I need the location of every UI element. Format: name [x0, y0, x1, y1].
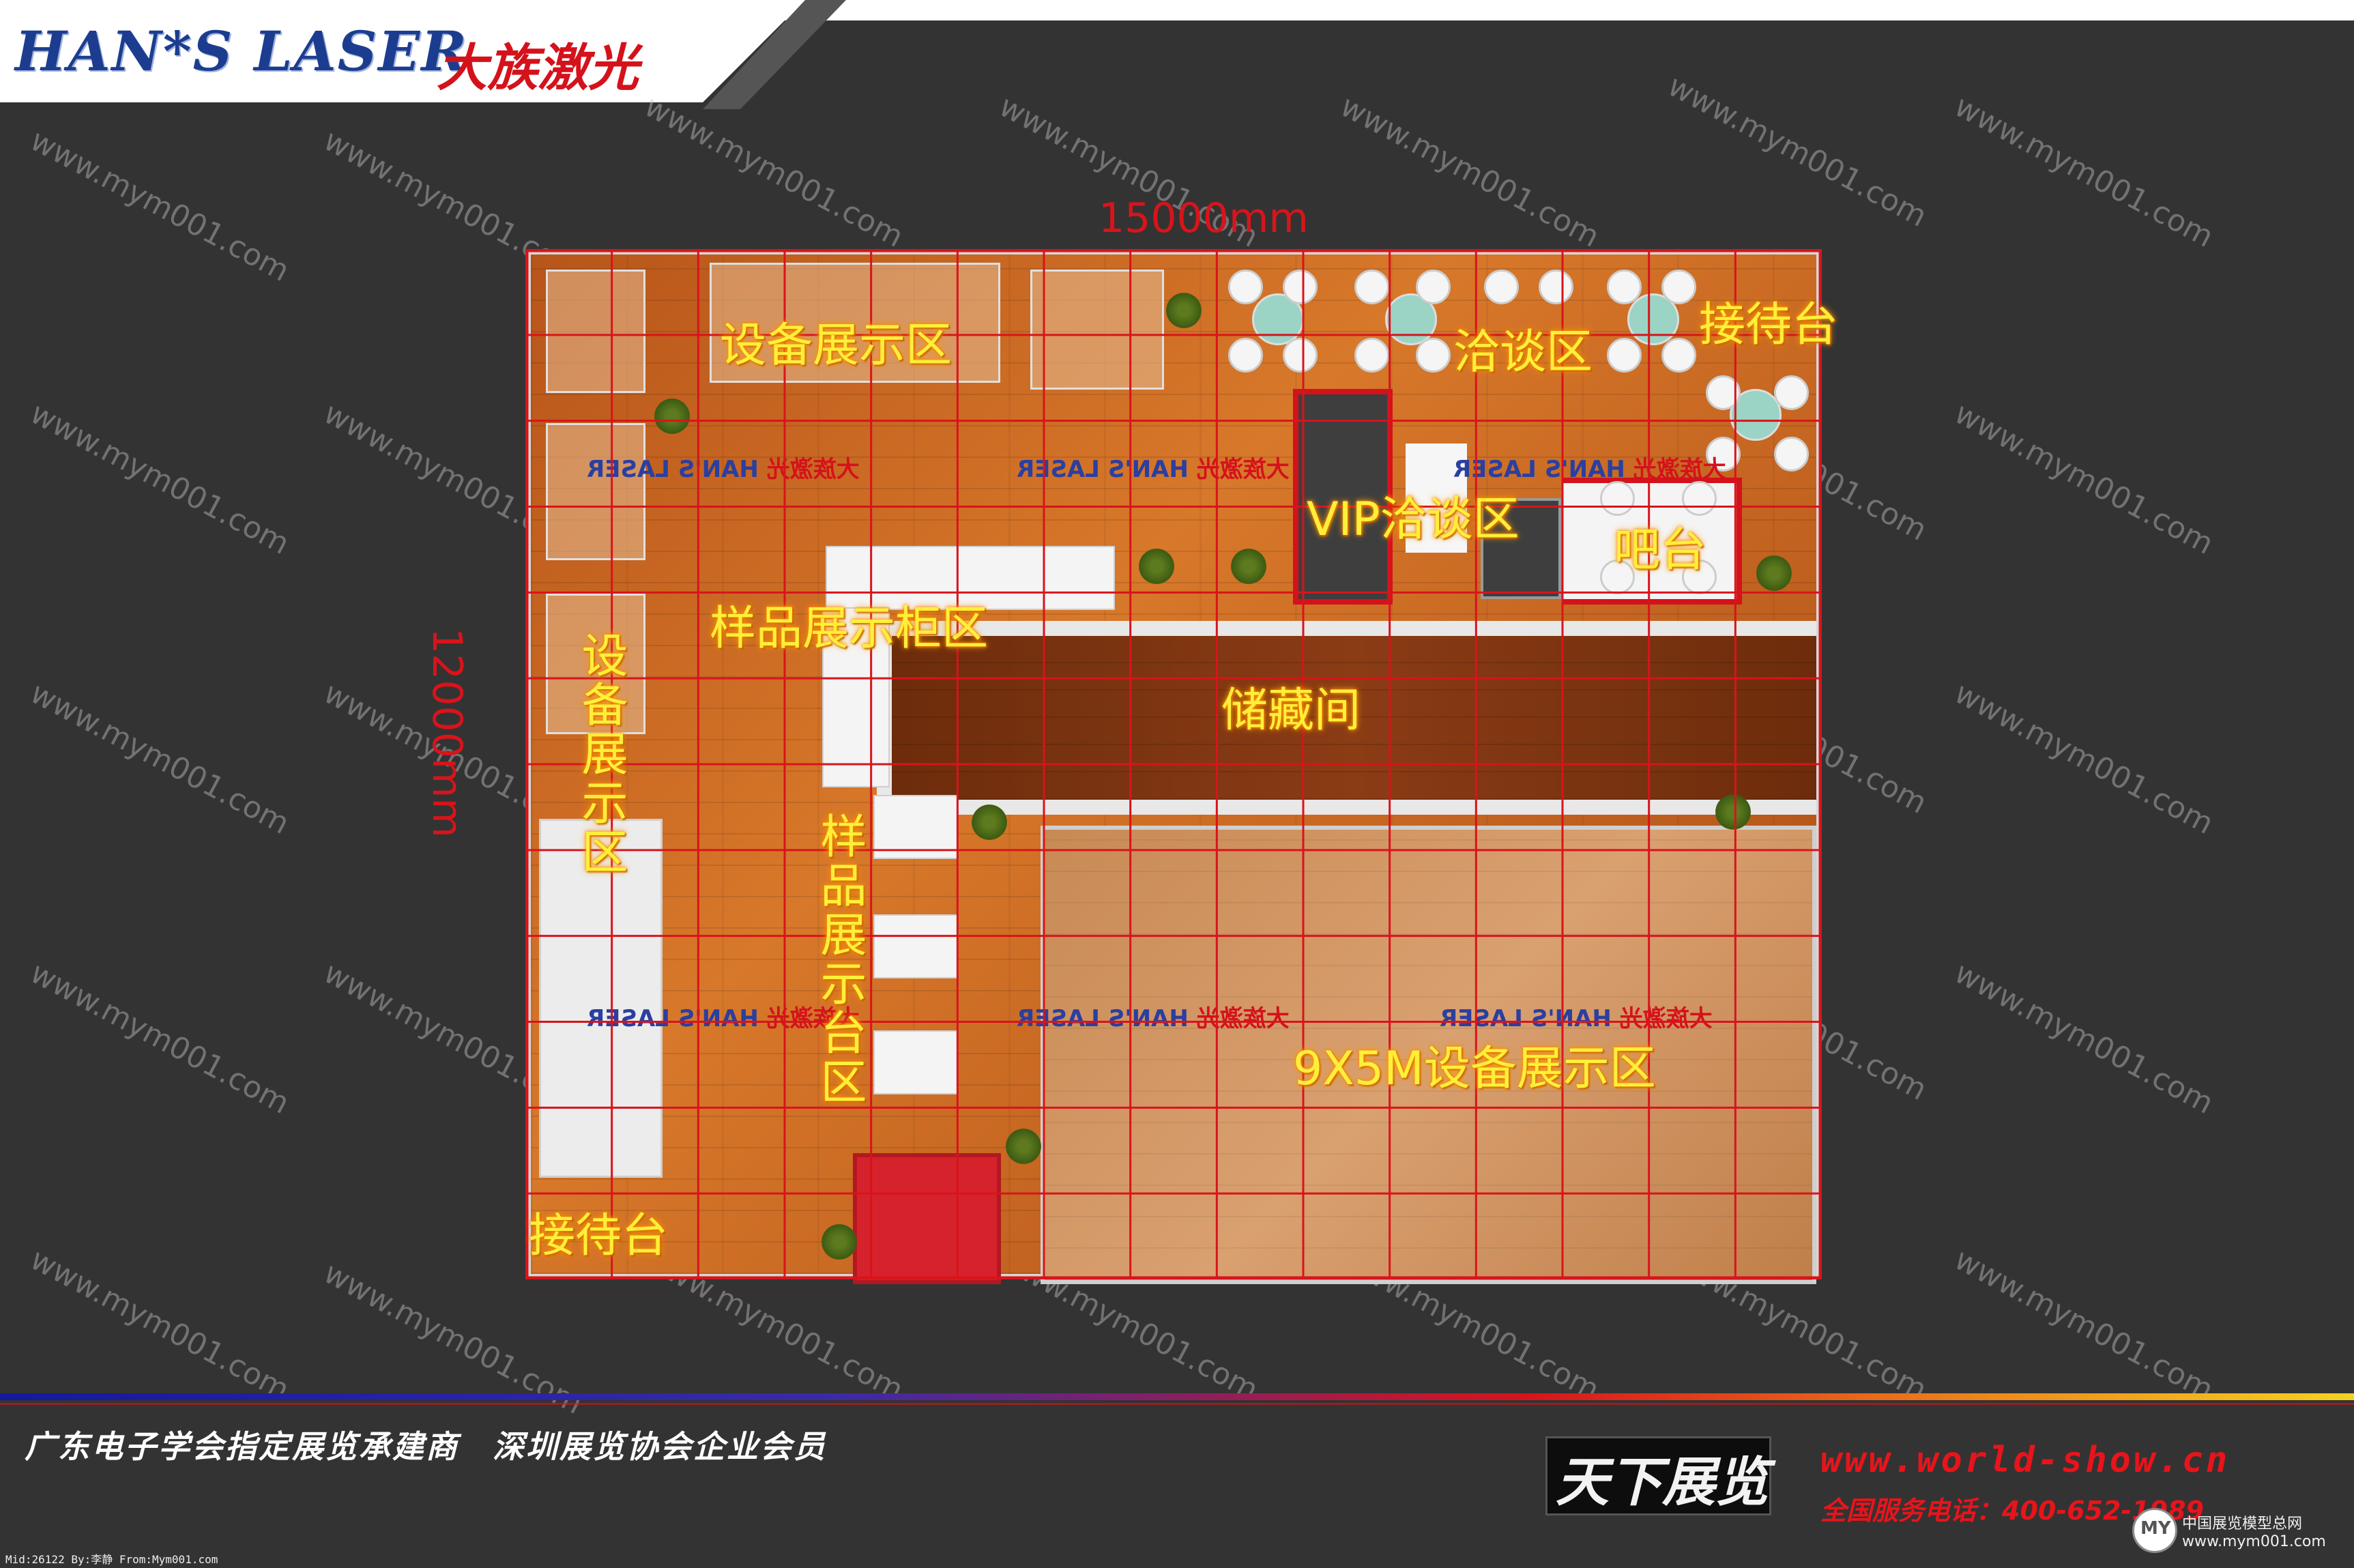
storage-room — [877, 621, 1816, 815]
reception-desk-bottom — [853, 1153, 1001, 1284]
width-dimension: 15000mm — [1099, 194, 1309, 242]
round-table — [1385, 293, 1437, 345]
vip-sofa — [1481, 498, 1561, 599]
chair — [1228, 338, 1263, 373]
watermark-text: www.mym001.com — [25, 1242, 295, 1408]
sample-showcase-column — [822, 607, 890, 787]
plant — [1713, 792, 1754, 832]
sample-showcase-row — [826, 546, 1115, 610]
plant — [1163, 290, 1204, 331]
zone-label-equipment-left: 设备展示区 — [573, 631, 627, 877]
site-url[interactable]: www.mym001.com — [2182, 1533, 2326, 1550]
chair — [1661, 270, 1696, 304]
equipment-platform — [546, 423, 645, 560]
plant — [819, 1221, 860, 1262]
chair — [1354, 270, 1389, 304]
zone-label-negotiation: 洽谈区 — [1453, 325, 1593, 379]
chair — [1774, 375, 1809, 410]
watermark-text: www.mym001.com — [1335, 89, 1605, 255]
chair — [1416, 270, 1451, 304]
watermark-text: www.mym001.com — [639, 89, 910, 255]
bar-stool — [1682, 481, 1717, 516]
watermark-text: www.mym001.com — [1949, 676, 2220, 841]
chair — [1774, 437, 1809, 471]
plant — [1754, 553, 1794, 594]
zone-label-equipment-9x5: 9X5M设备展示区 — [1293, 1042, 1656, 1096]
chair — [1661, 338, 1696, 373]
watermark-text: www.mym001.com — [1949, 396, 2220, 562]
watermark-text: www.mym001.com — [1949, 89, 2220, 255]
plant — [1003, 1126, 1044, 1167]
zone-label-sample-cabinet: 样品展示柜区 — [710, 602, 989, 656]
image-id-text: Mid:26122 By:李静 From:Mym001.com — [5, 1553, 218, 1566]
watermark-text: www.mym001.com — [25, 396, 295, 562]
zone-label-bar: 吧台 — [1614, 523, 1707, 577]
footer-url[interactable]: www.world-show.cn — [1820, 1440, 2231, 1481]
logo-chinese: 大族激光 — [437, 39, 639, 98]
equipment-wall-display — [539, 819, 663, 1178]
watermark-text: www.mym001.com — [25, 676, 295, 841]
footer-member-text: 广东电子学会指定展览承建商 深圳展览协会企业会员 — [25, 1428, 827, 1465]
bar-stool — [1600, 481, 1635, 516]
logo-panel — [0, 0, 805, 102]
site-logo-mark: MY — [2140, 1518, 2171, 1539]
measurement-grid — [525, 249, 1822, 1279]
zone-label-vip: VIP洽谈区 — [1307, 493, 1520, 547]
chair — [1607, 270, 1642, 304]
chair — [1607, 338, 1642, 373]
equipment-platform — [546, 594, 645, 734]
sample-stand — [873, 795, 958, 859]
chair — [1484, 270, 1519, 304]
footer-divider — [0, 1403, 2354, 1405]
chair — [1539, 270, 1573, 304]
site-name: 中国展览模型总网 — [2182, 1515, 2303, 1533]
brand-calligraphy-text: 天下展览 — [1556, 1451, 1769, 1513]
vip-table — [1406, 444, 1467, 553]
zone-label-storage: 储藏间 — [1221, 684, 1361, 738]
logo-english: HAN*S LASER — [15, 19, 468, 83]
zone-label-reception-bottom: 接待台 — [529, 1209, 669, 1263]
chair — [1283, 338, 1318, 373]
watermark-text: www.mym001.com — [25, 123, 295, 289]
chair — [1354, 338, 1389, 373]
zone-label-sample-stand: 样品展示台区 — [812, 812, 866, 1107]
watermark-text: www.mym001.com — [1949, 955, 2220, 1121]
chair — [1283, 270, 1318, 304]
plant — [1136, 546, 1177, 587]
zone-label-reception-top: 接待台 — [1699, 298, 1839, 352]
site-logo-icon — [2132, 1508, 2177, 1553]
chair — [1416, 338, 1451, 373]
watermark-text: www.mym001.com — [25, 955, 295, 1121]
zone-label-equipment-top: 设备展示区 — [720, 319, 953, 373]
plant — [1228, 546, 1269, 587]
height-dimension: 12000mm — [423, 628, 471, 838]
equipment-platform — [546, 270, 645, 393]
chair — [1228, 270, 1263, 304]
plant — [652, 396, 693, 437]
brand-calligraphy-logo — [1545, 1436, 1771, 1515]
watermark-text: www.mym001.com — [1949, 1242, 2220, 1408]
equipment-area-9x5 — [1041, 826, 1816, 1284]
watermark-text: www.mym001.com — [1662, 68, 1933, 234]
equipment-platform — [1030, 270, 1164, 390]
equipment-platform — [710, 263, 1000, 383]
footer-gradient-bar — [0, 1393, 2354, 1400]
plant — [969, 802, 1010, 843]
